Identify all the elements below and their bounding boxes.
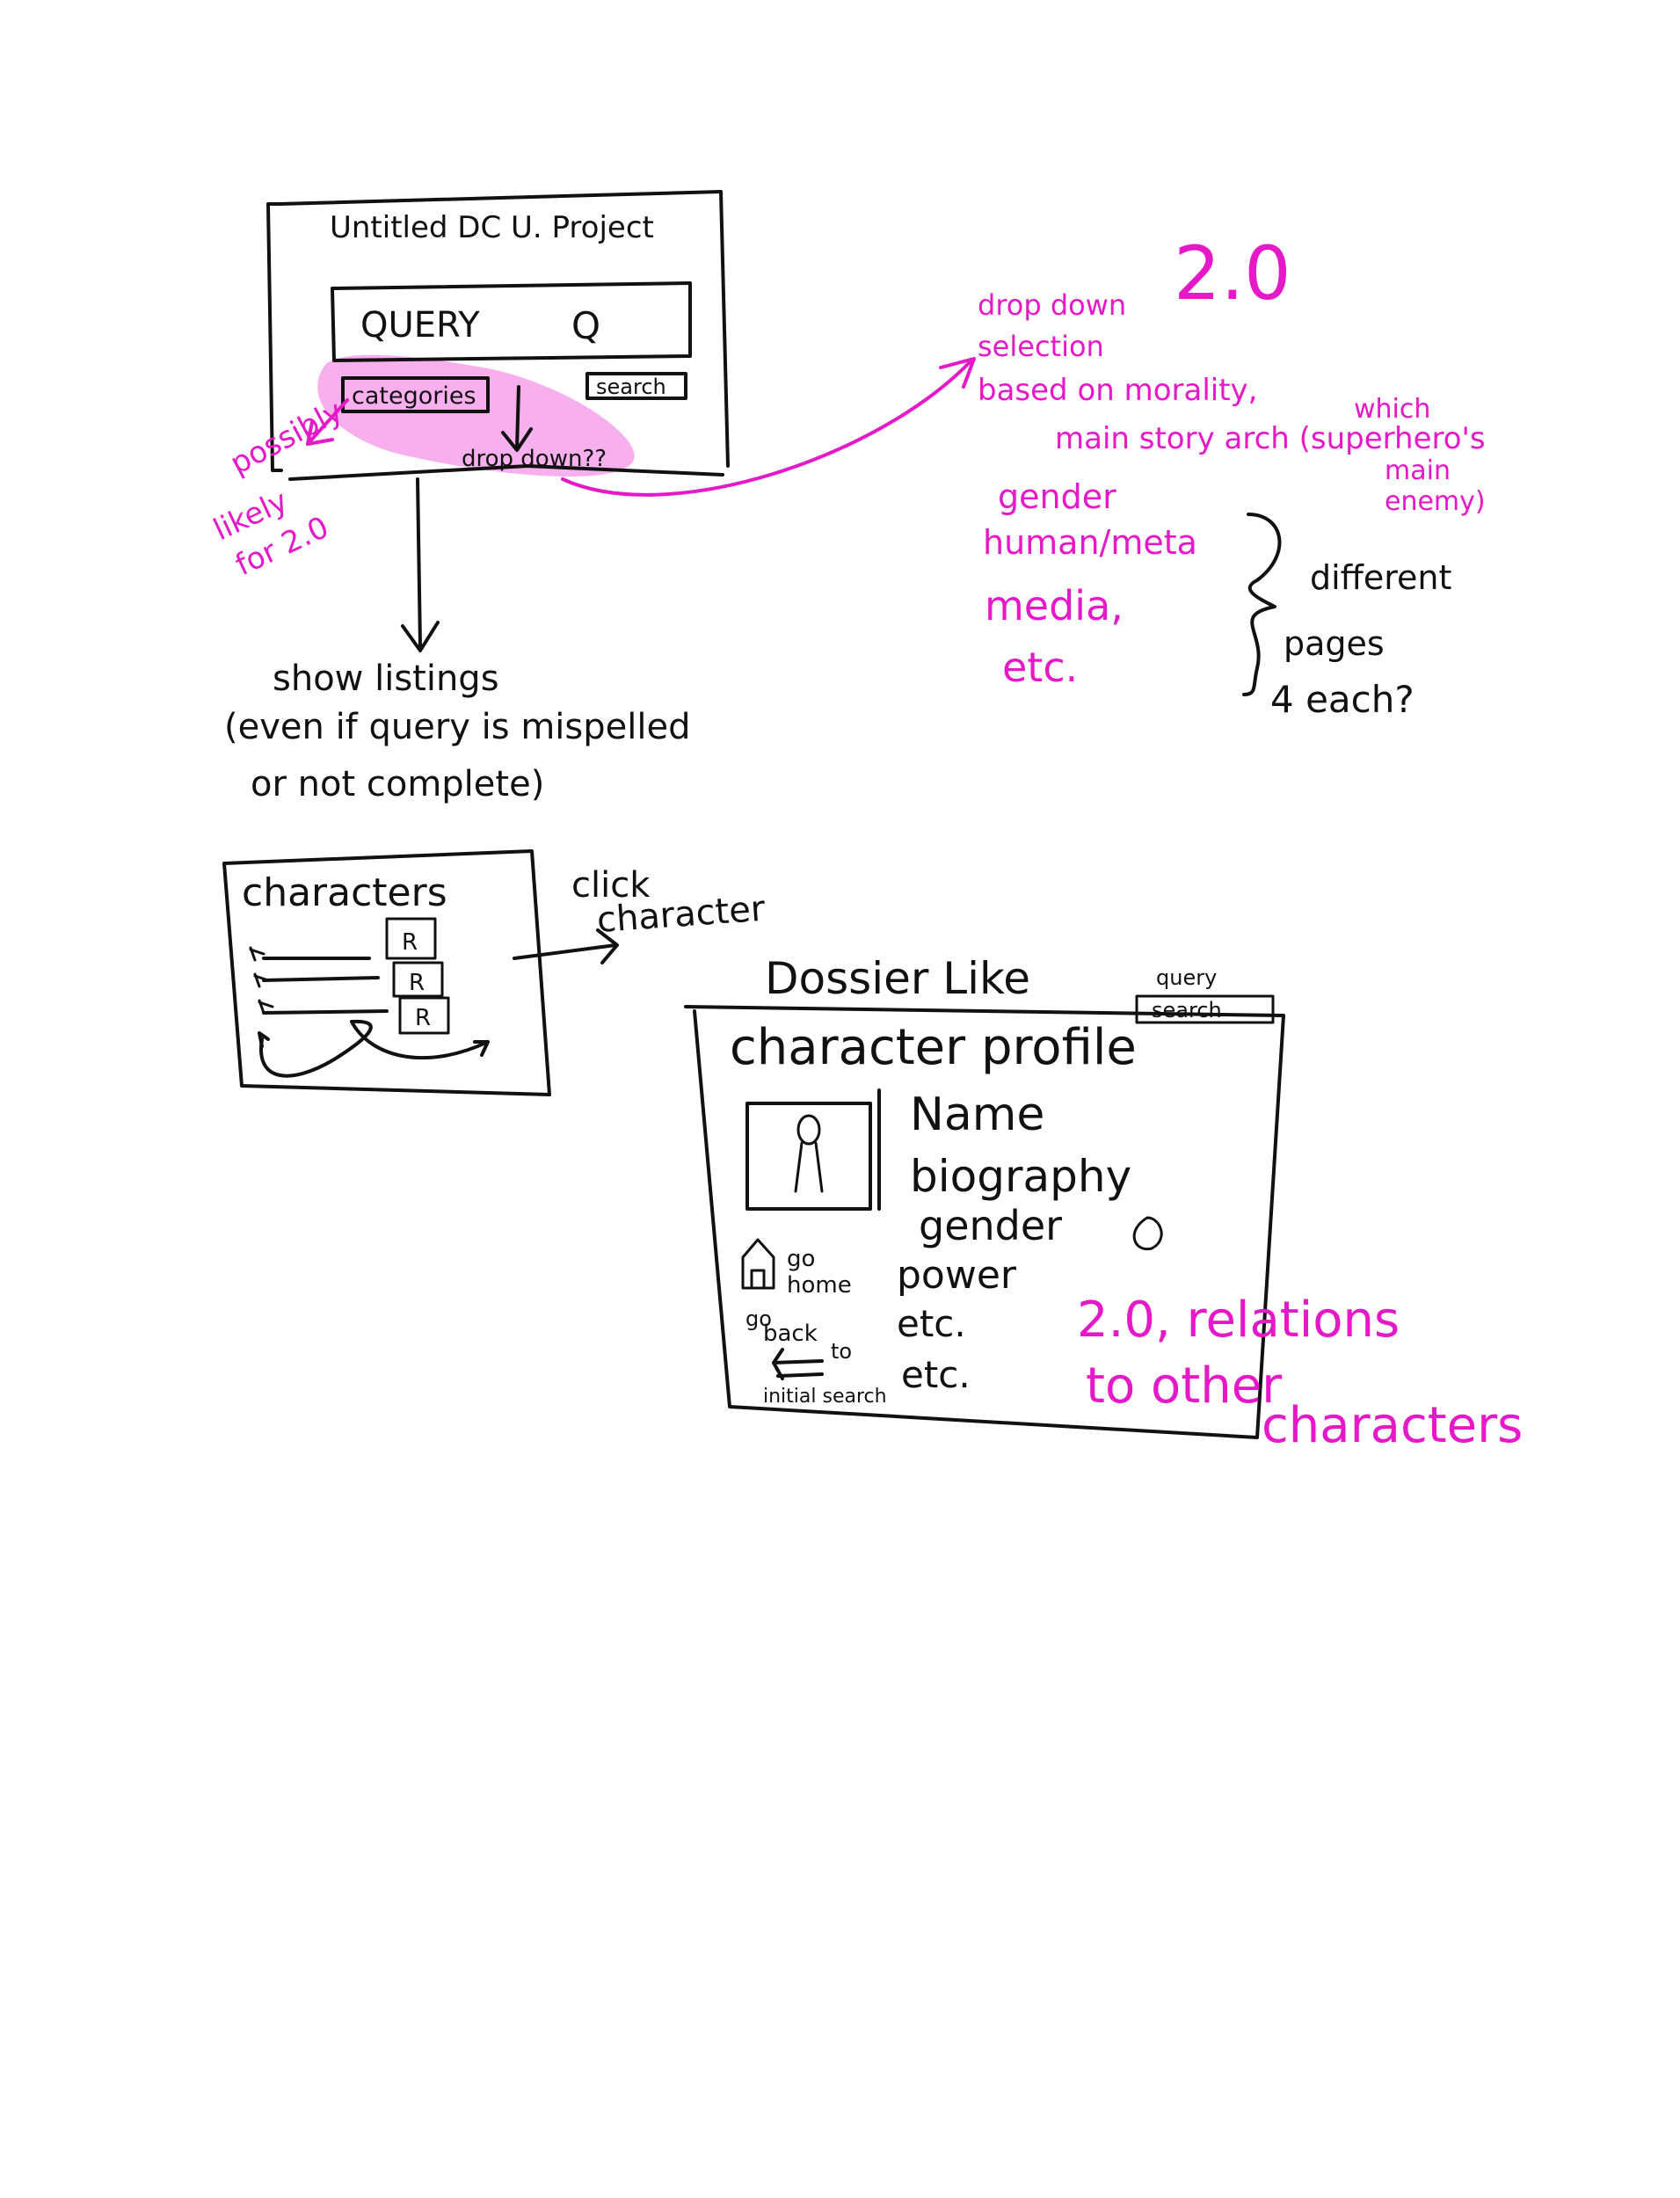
results-title: characters	[242, 870, 447, 915]
click-note-line1: click	[571, 865, 651, 906]
brace	[1242, 513, 1282, 696]
note-media: media,	[985, 582, 1124, 630]
field-name: Name	[910, 1088, 1044, 1141]
back-nav-go: go	[745, 1306, 772, 1331]
svg-text:R: R	[409, 970, 425, 996]
scroll-arrow-up	[258, 1031, 270, 1048]
home-nav-go: go	[787, 1246, 815, 1272]
possibly-note: possibly	[224, 394, 348, 482]
note-enemy: enemy)	[1385, 486, 1486, 517]
query-search-line2: search	[1152, 998, 1222, 1023]
relations-note-line1: 2.0, relations	[1077, 1292, 1400, 1349]
dropdown-arrow	[501, 385, 533, 452]
profile-title: character profile	[730, 1019, 1137, 1076]
back-nav-to: to	[831, 1339, 852, 1364]
note-main: main	[1385, 455, 1451, 486]
search-button-label: search	[596, 375, 666, 399]
relations-note-line2: to other	[1086, 1357, 1283, 1415]
home-frame	[266, 190, 730, 472]
query-search-box	[1135, 994, 1275, 1024]
home-icon	[741, 1238, 775, 1290]
note-morality: based on morality,	[978, 373, 1257, 408]
home-screen-wireframe: Untitled DC U. Project QUERY Q categorie…	[208, 190, 730, 583]
loop-mark	[1132, 1216, 1163, 1251]
categories-button-label: categories	[352, 382, 476, 410]
profile-screen-wireframe: Dossier Like query search character prof…	[684, 953, 1285, 1439]
listings-note-line2: (even if query is mispelled	[224, 707, 690, 747]
portrait-frame	[745, 1102, 872, 1211]
profile-heading: Dossier Like	[765, 953, 1030, 1004]
home-nav-home: home	[787, 1272, 852, 1299]
home-title: Untitled DC U. Project	[330, 210, 654, 245]
highlight-blob	[317, 354, 635, 477]
brace-note-each: 4 each?	[1270, 678, 1415, 721]
note-etc: etc.	[1002, 644, 1078, 691]
search-icon: Q	[571, 304, 600, 347]
results-frame	[222, 849, 551, 1096]
search-button-box	[585, 372, 687, 400]
profile-frame	[684, 1005, 1285, 1439]
field-etc-2: etc.	[901, 1353, 971, 1396]
version-label: 2.0	[1174, 230, 1291, 317]
brace-note-different: different	[1310, 558, 1451, 597]
svg-text:R: R	[415, 1005, 431, 1031]
listings-note-line1: show listings	[273, 659, 499, 699]
click-arrow	[513, 928, 619, 964]
scroll-arrow	[258, 1019, 490, 1078]
note-which: which	[1354, 394, 1430, 425]
listings-note-line3: or not complete)	[251, 764, 544, 804]
home-divider	[288, 464, 724, 481]
portrait-icon	[794, 1114, 824, 1193]
query-bar	[331, 281, 692, 362]
note-story-arch: main story arch (superhero's	[1055, 421, 1486, 456]
notes-2-0: 2.0 drop down selection based on moralit…	[978, 230, 1486, 721]
result-row-3: R	[258, 996, 450, 1035]
back-nav-initial-search: initial search	[763, 1386, 887, 1408]
listings-arrow	[401, 477, 440, 652]
field-gender: gender	[919, 1202, 1062, 1249]
note-gender: gender	[998, 477, 1116, 516]
back-nav-back: back	[763, 1321, 818, 1347]
back-arrow-icon	[772, 1348, 824, 1380]
note-dropdown: drop down	[978, 288, 1126, 322]
arrow-to-2-0-notes	[561, 357, 976, 497]
query-label: QUERY	[360, 305, 480, 346]
possibly-arrow	[306, 398, 349, 446]
field-biography: biography	[910, 1151, 1131, 1202]
result-row-1: R	[249, 917, 437, 962]
note-human-meta: human/meta	[983, 523, 1197, 562]
results-screen-wireframe: characters R R R	[222, 849, 551, 1096]
categories-button-box	[341, 376, 490, 413]
brace-note-pages: pages	[1284, 624, 1385, 663]
field-power: power	[897, 1253, 1017, 1298]
relations-note-line3: characters	[1262, 1397, 1523, 1454]
note-selection: selection	[978, 330, 1104, 363]
field-etc-1: etc.	[897, 1302, 966, 1345]
result-row-2: R	[253, 961, 444, 998]
query-search-line1: query	[1156, 965, 1217, 990]
svg-text:R: R	[402, 929, 418, 956]
